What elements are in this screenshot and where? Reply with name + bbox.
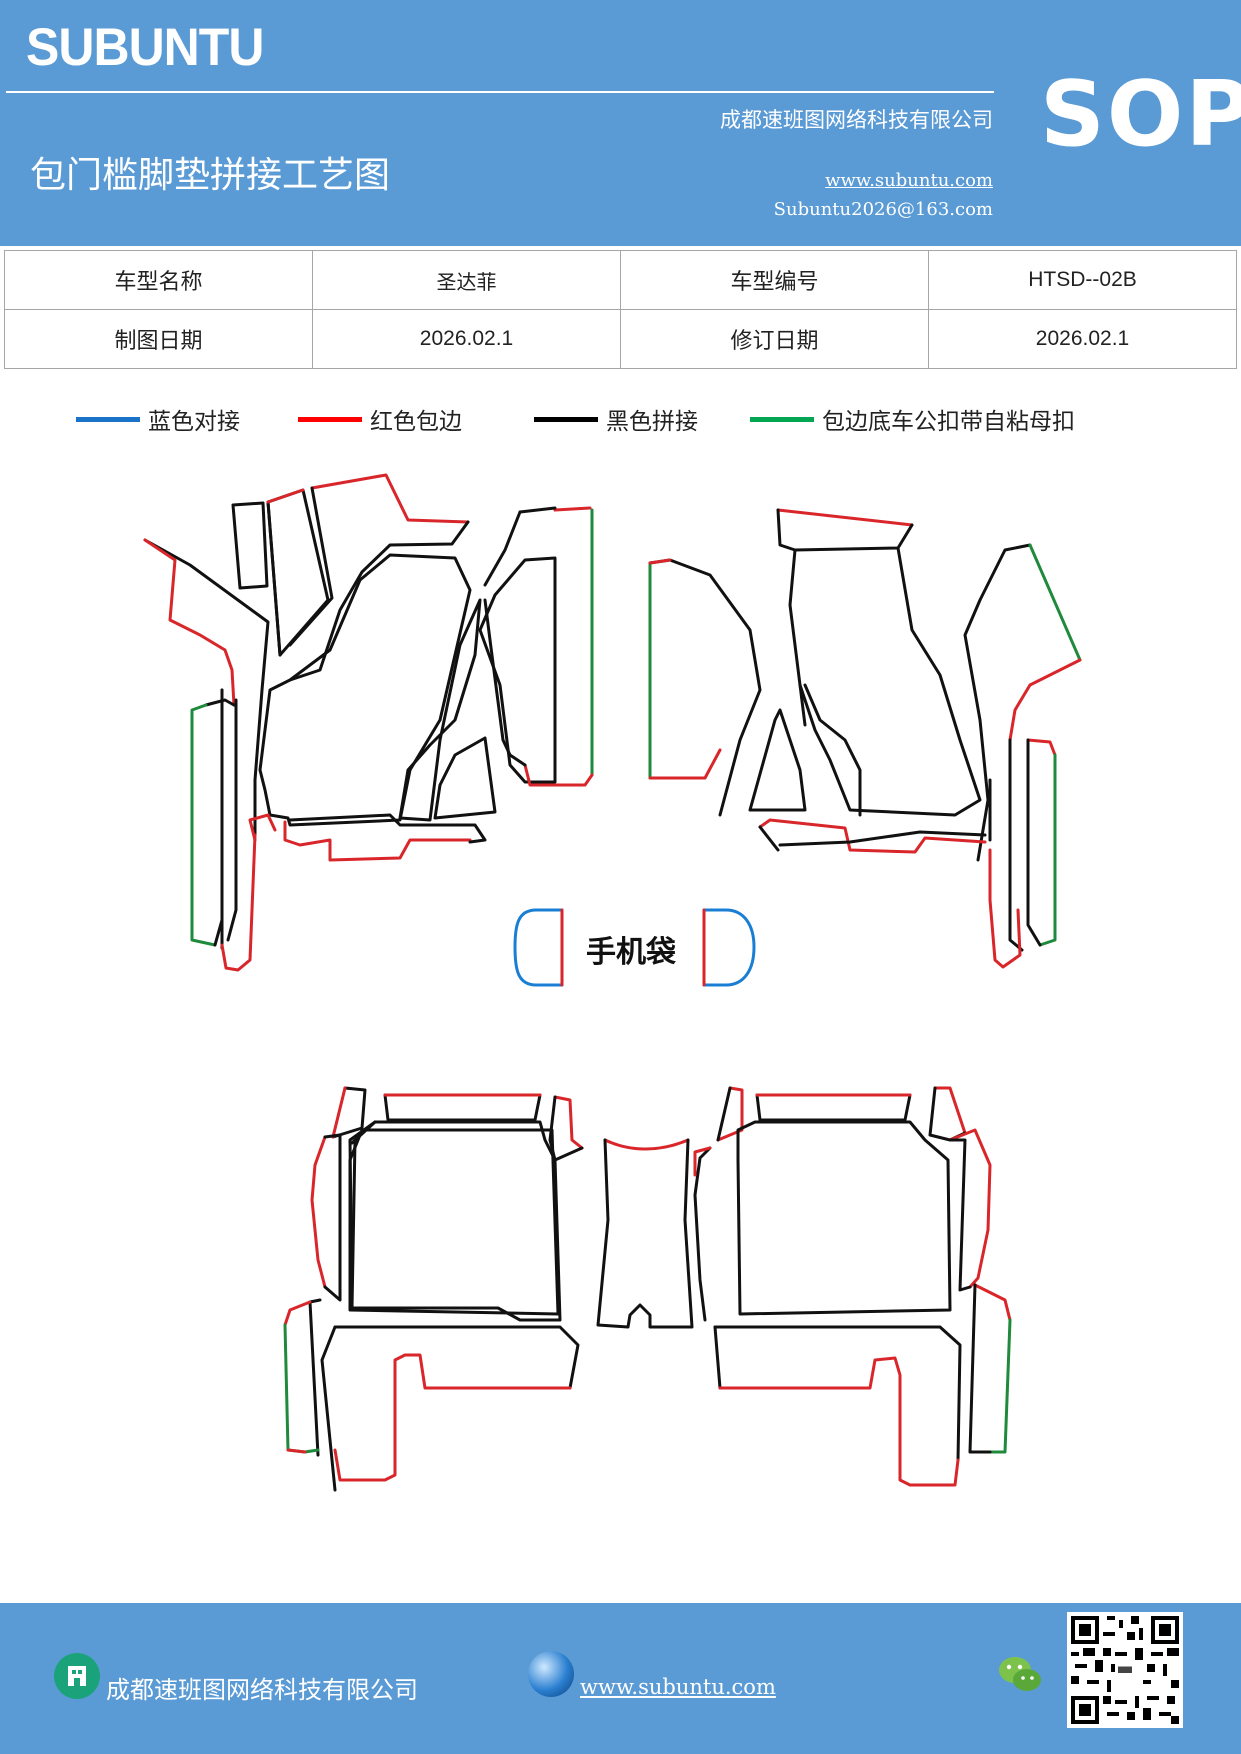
brand-logo: SUBUNTU <box>26 17 264 77</box>
revision-date-label: 修订日期 <box>620 309 929 369</box>
globe-icon <box>528 1651 574 1697</box>
green-line-swatch <box>750 416 814 422</box>
model-code-label: 车型编号 <box>620 250 929 310</box>
floor-mat-diagram: 手机袋 <box>143 473 1082 1492</box>
front-left-mat <box>143 473 594 972</box>
model-name-value: 圣达菲 <box>312 250 621 310</box>
table-row: 车型名称 圣达菲 车型编号 HTSD--02B <box>4 250 1237 310</box>
page-title: 包门槛脚垫拼接工艺图 <box>30 155 391 196</box>
black-line-swatch <box>534 416 598 422</box>
footer-website-link[interactable]: www.subuntu.com <box>580 1675 776 1699</box>
legend-label: 蓝色对接 <box>148 409 240 435</box>
wechat-icon[interactable] <box>996 1653 1044 1701</box>
footer-banner: 成都速班图网络科技有限公司 www.subuntu.com <box>0 1603 1241 1754</box>
legend-item: 黑色拼接 <box>534 402 698 436</box>
header-divider <box>6 91 994 93</box>
color-legend: 蓝色对接 红色包边 黑色拼接 包边底车公扣带自粘母扣 <box>0 402 1241 442</box>
legend-item: 包边底车公扣带自粘母扣 <box>750 402 1075 436</box>
legend-item: 蓝色对接 <box>76 402 240 436</box>
vehicle-info-table: 车型名称 圣达菲 车型编号 HTSD--02B 制图日期 2026.02.1 修… <box>4 250 1237 369</box>
doc-type-label: SOP <box>1040 62 1241 167</box>
email-address[interactable]: Subuntu2026@163.com <box>773 199 993 220</box>
footer-company-name: 成都速班图网络科技有限公司 <box>106 1676 418 1704</box>
model-code-value: HTSD--02B <box>928 250 1237 310</box>
model-name-label: 车型名称 <box>4 250 313 310</box>
legend-label: 红色包边 <box>370 409 462 435</box>
rear-left-mat <box>283 1086 584 1492</box>
website-link[interactable]: www.subuntu.com <box>825 170 993 191</box>
legend-label: 包边底车公扣带自粘母扣 <box>822 409 1075 435</box>
revision-date-value: 2026.02.1 <box>928 309 1237 369</box>
phone-bag-label: 手机袋 <box>586 935 676 970</box>
header-banner: SUBUNTU SOP 成都速班图网络科技有限公司 包门槛脚垫拼接工艺图 www… <box>0 0 1241 246</box>
table-row: 制图日期 2026.02.1 修订日期 2026.02.1 <box>4 309 1237 369</box>
qr-code[interactable] <box>1067 1612 1183 1728</box>
legend-item: 红色包边 <box>298 402 462 436</box>
building-icon <box>54 1653 100 1699</box>
blue-line-swatch <box>76 416 140 422</box>
draw-date-value: 2026.02.1 <box>312 309 621 369</box>
front-right-mat <box>648 508 1082 969</box>
rear-right-mat <box>693 1086 1012 1487</box>
company-name: 成都速班图网络科技有限公司 <box>720 108 993 132</box>
legend-label: 黑色拼接 <box>606 409 698 435</box>
draw-date-label: 制图日期 <box>4 309 313 369</box>
phone-bag: 手机袋 <box>513 908 756 987</box>
rear-center-hump <box>596 1138 694 1329</box>
red-line-swatch <box>298 416 362 422</box>
